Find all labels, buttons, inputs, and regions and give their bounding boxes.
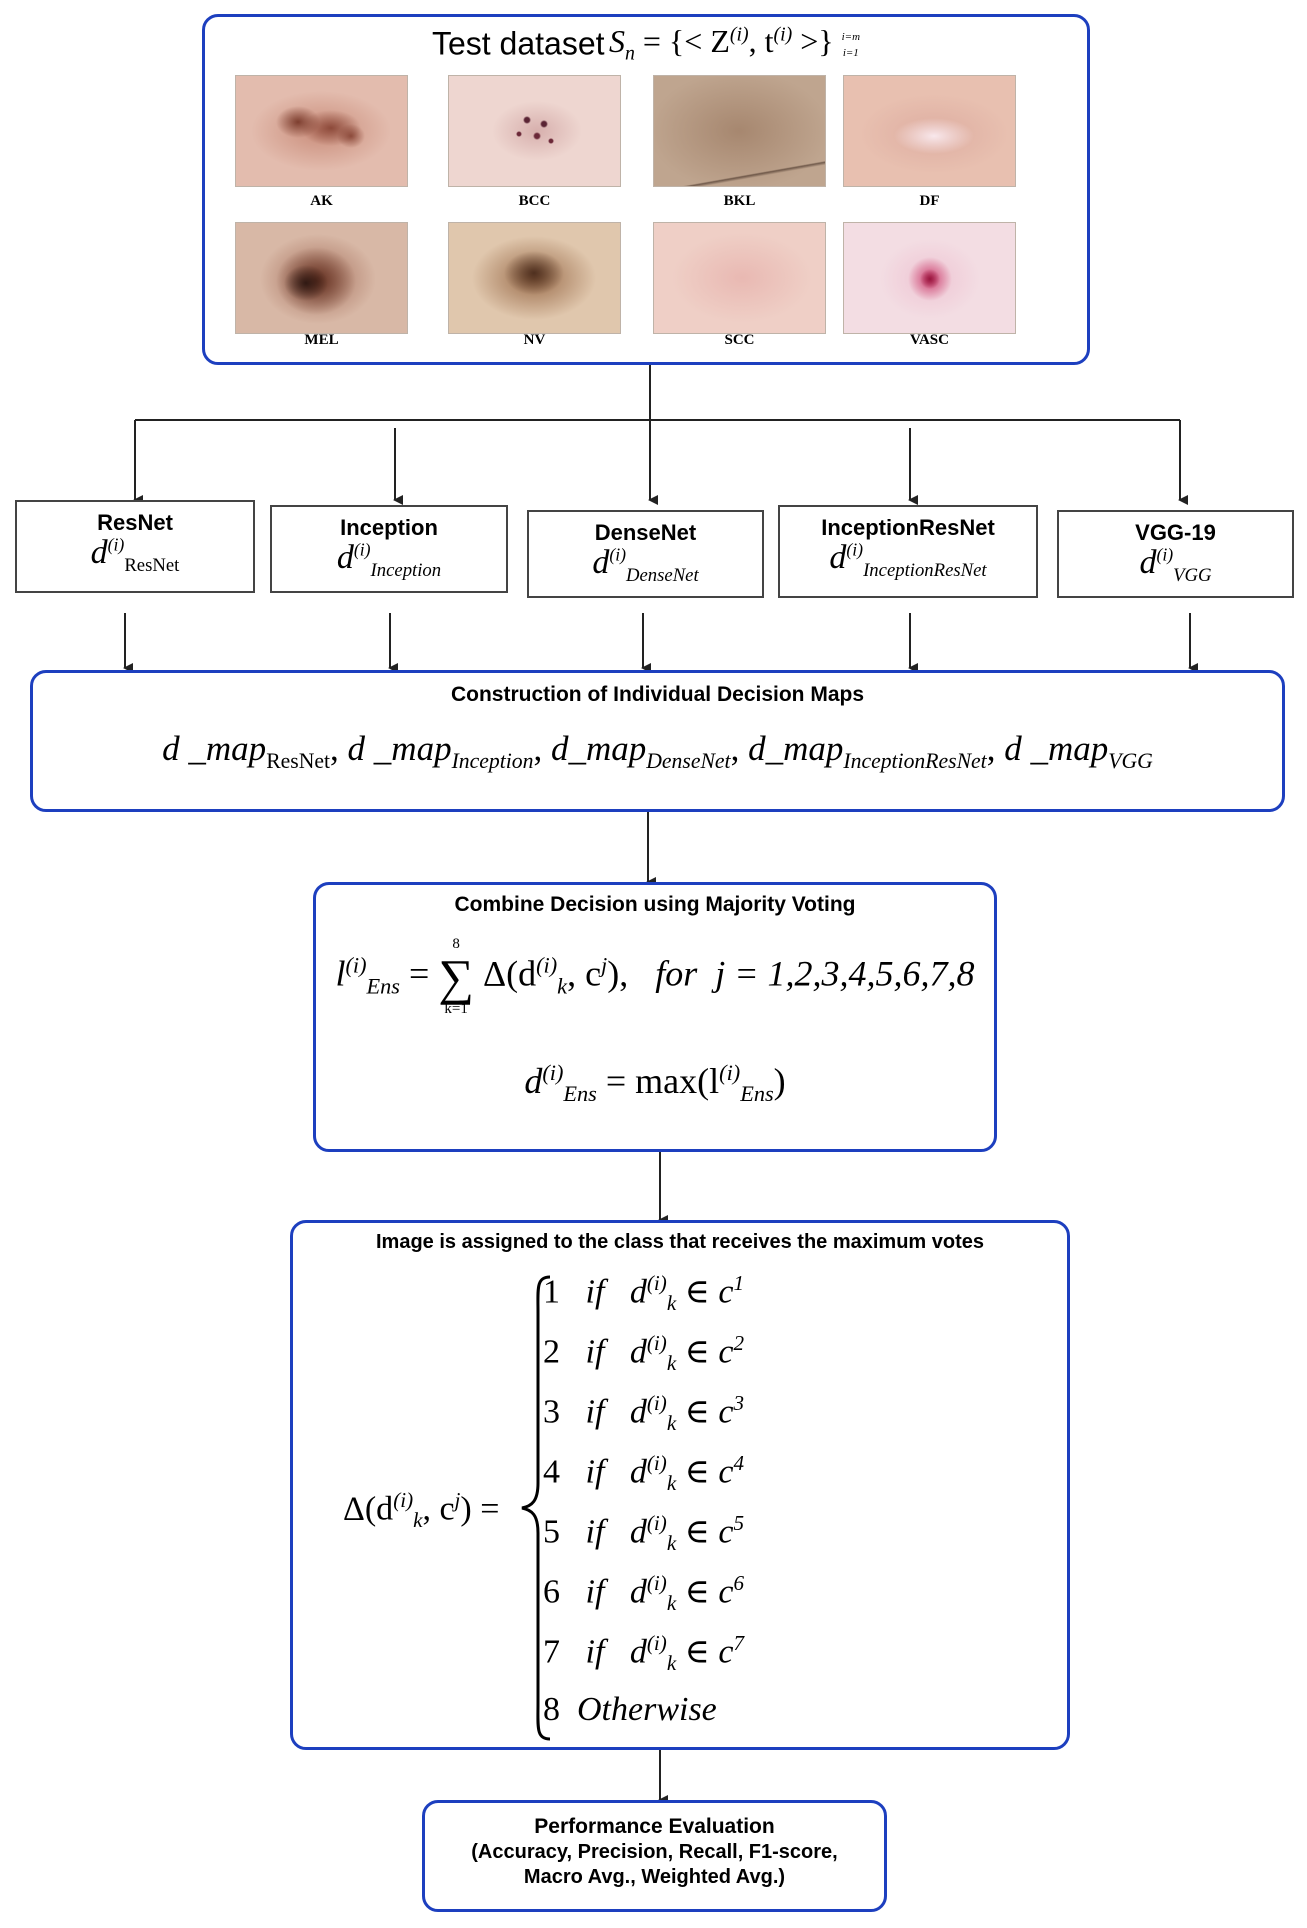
evaluation-metrics-line1: (Accuracy, Precision, Recall, F1-score,: [471, 1841, 838, 1863]
dataset-limit-bottom: i=1: [842, 46, 859, 59]
lesion-mel-label: MEL: [304, 332, 339, 348]
lesion-ak-image: [235, 75, 408, 187]
lesion-bkl-image: [653, 75, 826, 187]
evaluation-title: Performance Evaluation: [534, 1815, 775, 1838]
lesion-df-label: DF: [919, 193, 940, 209]
lesion-bcc-label: BCC: [518, 193, 551, 209]
case-line-3: 3 if d(i)k ∈ c3: [543, 1391, 744, 1436]
model-variable: d(i)InceptionResNet: [829, 539, 987, 581]
lesion-bkl-label: BKL: [723, 193, 756, 209]
dataset-title-text: Test dataset: [431, 25, 605, 62]
model-box-inception: Inception d(i)Inception: [270, 505, 508, 593]
dataset-limit-top: i=m: [841, 30, 861, 43]
performance-evaluation-box: Performance Evaluation (Accuracy, Precis…: [422, 1800, 887, 1912]
map-inception: d _mapInception: [347, 729, 534, 773]
case-line-1: 1 if d(i)k ∈ c1: [543, 1271, 744, 1316]
lesion-bcc-image: [448, 75, 621, 187]
evaluation-metrics-line2: Macro Avg., Weighted Avg.): [523, 1866, 786, 1888]
model-name: InceptionResNet: [821, 515, 995, 540]
case-line-6: 6 if d(i)k ∈ c6: [543, 1571, 744, 1616]
majority-max-equation: d(i)Ens = max(l(i)Ens): [524, 1060, 786, 1107]
lesion-mel-image: [235, 222, 408, 334]
model-box-resnet: ResNet d(i)ResNet: [15, 500, 255, 593]
sum-upper: 8: [452, 936, 460, 952]
lesion-df-image: [843, 75, 1016, 187]
majority-voting-box: Combine Decision using Majority Voting l…: [313, 882, 997, 1152]
sum-sign: ∑: [438, 949, 474, 1005]
model-variable: d(i)DenseNet: [592, 544, 699, 586]
class-assignment-box: Image is assigned to the class that rece…: [290, 1220, 1070, 1750]
lesion-nv-image: [448, 222, 621, 334]
map-vgg: d _mapVGG: [1004, 729, 1153, 773]
model-name: DenseNet: [594, 520, 697, 545]
majority-sum-equation: l(i)Ens = 8 ∑ k=1 Δ(d(i)k, cj), for j = …: [335, 936, 975, 1017]
model-variable: d(i)Inception: [336, 539, 442, 581]
model-name: ResNet: [97, 510, 173, 535]
model-box-vgg19: VGG-19 d(i)VGG: [1057, 510, 1294, 598]
sum-lower: k=1: [444, 1001, 468, 1017]
decision-maps-title: Construction of Individual Decision Maps: [450, 683, 865, 706]
model-variable: d(i)VGG: [1139, 544, 1212, 586]
lesion-vasc-label: VASC: [910, 332, 949, 348]
model-variable: d(i)ResNet: [90, 534, 180, 576]
lesion-scc-image: [653, 222, 826, 334]
model-box-inceptionresnet: InceptionResNet d(i)InceptionResNet: [778, 505, 1038, 598]
model-name: VGG-19: [1135, 520, 1216, 545]
decision-maps-box: Construction of Individual Decision Maps…: [30, 670, 1285, 812]
model-name: Inception: [340, 515, 438, 540]
test-dataset-box: Test dataset Sn = {< Z(i), t(i) >} i=m i…: [202, 14, 1090, 365]
case-line-4: 4 if d(i)k ∈ c4: [543, 1451, 744, 1496]
case-line-2: 2 if d(i)k ∈ c2: [543, 1331, 744, 1376]
lesion-scc-label: SCC: [724, 332, 755, 348]
case-brace: [521, 1275, 551, 1741]
dataset-title: Test dataset Sn = {< Z(i), t(i) >} i=m i…: [205, 23, 1087, 65]
majority-voting-title: Combine Decision using Majority Voting: [454, 893, 856, 916]
map-resnet: d _mapResNet: [162, 729, 331, 773]
lesion-nv-label: NV: [523, 332, 546, 348]
lesion-ak-label: AK: [310, 193, 333, 209]
class-assignment-title: Image is assigned to the class that rece…: [375, 1231, 985, 1253]
model-box-densenet: DenseNet d(i)DenseNet: [527, 510, 764, 598]
case-line-7: 7 if d(i)k ∈ c7: [543, 1631, 744, 1676]
case-line-5: 5 if d(i)k ∈ c5: [543, 1511, 744, 1556]
delta-lhs: Δ(d(i)k, cj) =: [343, 1488, 500, 1533]
lesion-vasc-image: [843, 222, 1016, 334]
map-inceptionresnet: d_mapInceptionResNet: [748, 729, 987, 773]
case-otherwise: 8 Otherwise: [543, 1691, 717, 1728]
dataset-formula: Sn = {< Z(i), t(i) >} i=m i=1: [608, 23, 861, 65]
map-densenet: d_mapDenseNet: [550, 729, 731, 773]
decision-maps-formula: d _mapResNet, d _mapInception, d_mapDens…: [162, 729, 1153, 773]
